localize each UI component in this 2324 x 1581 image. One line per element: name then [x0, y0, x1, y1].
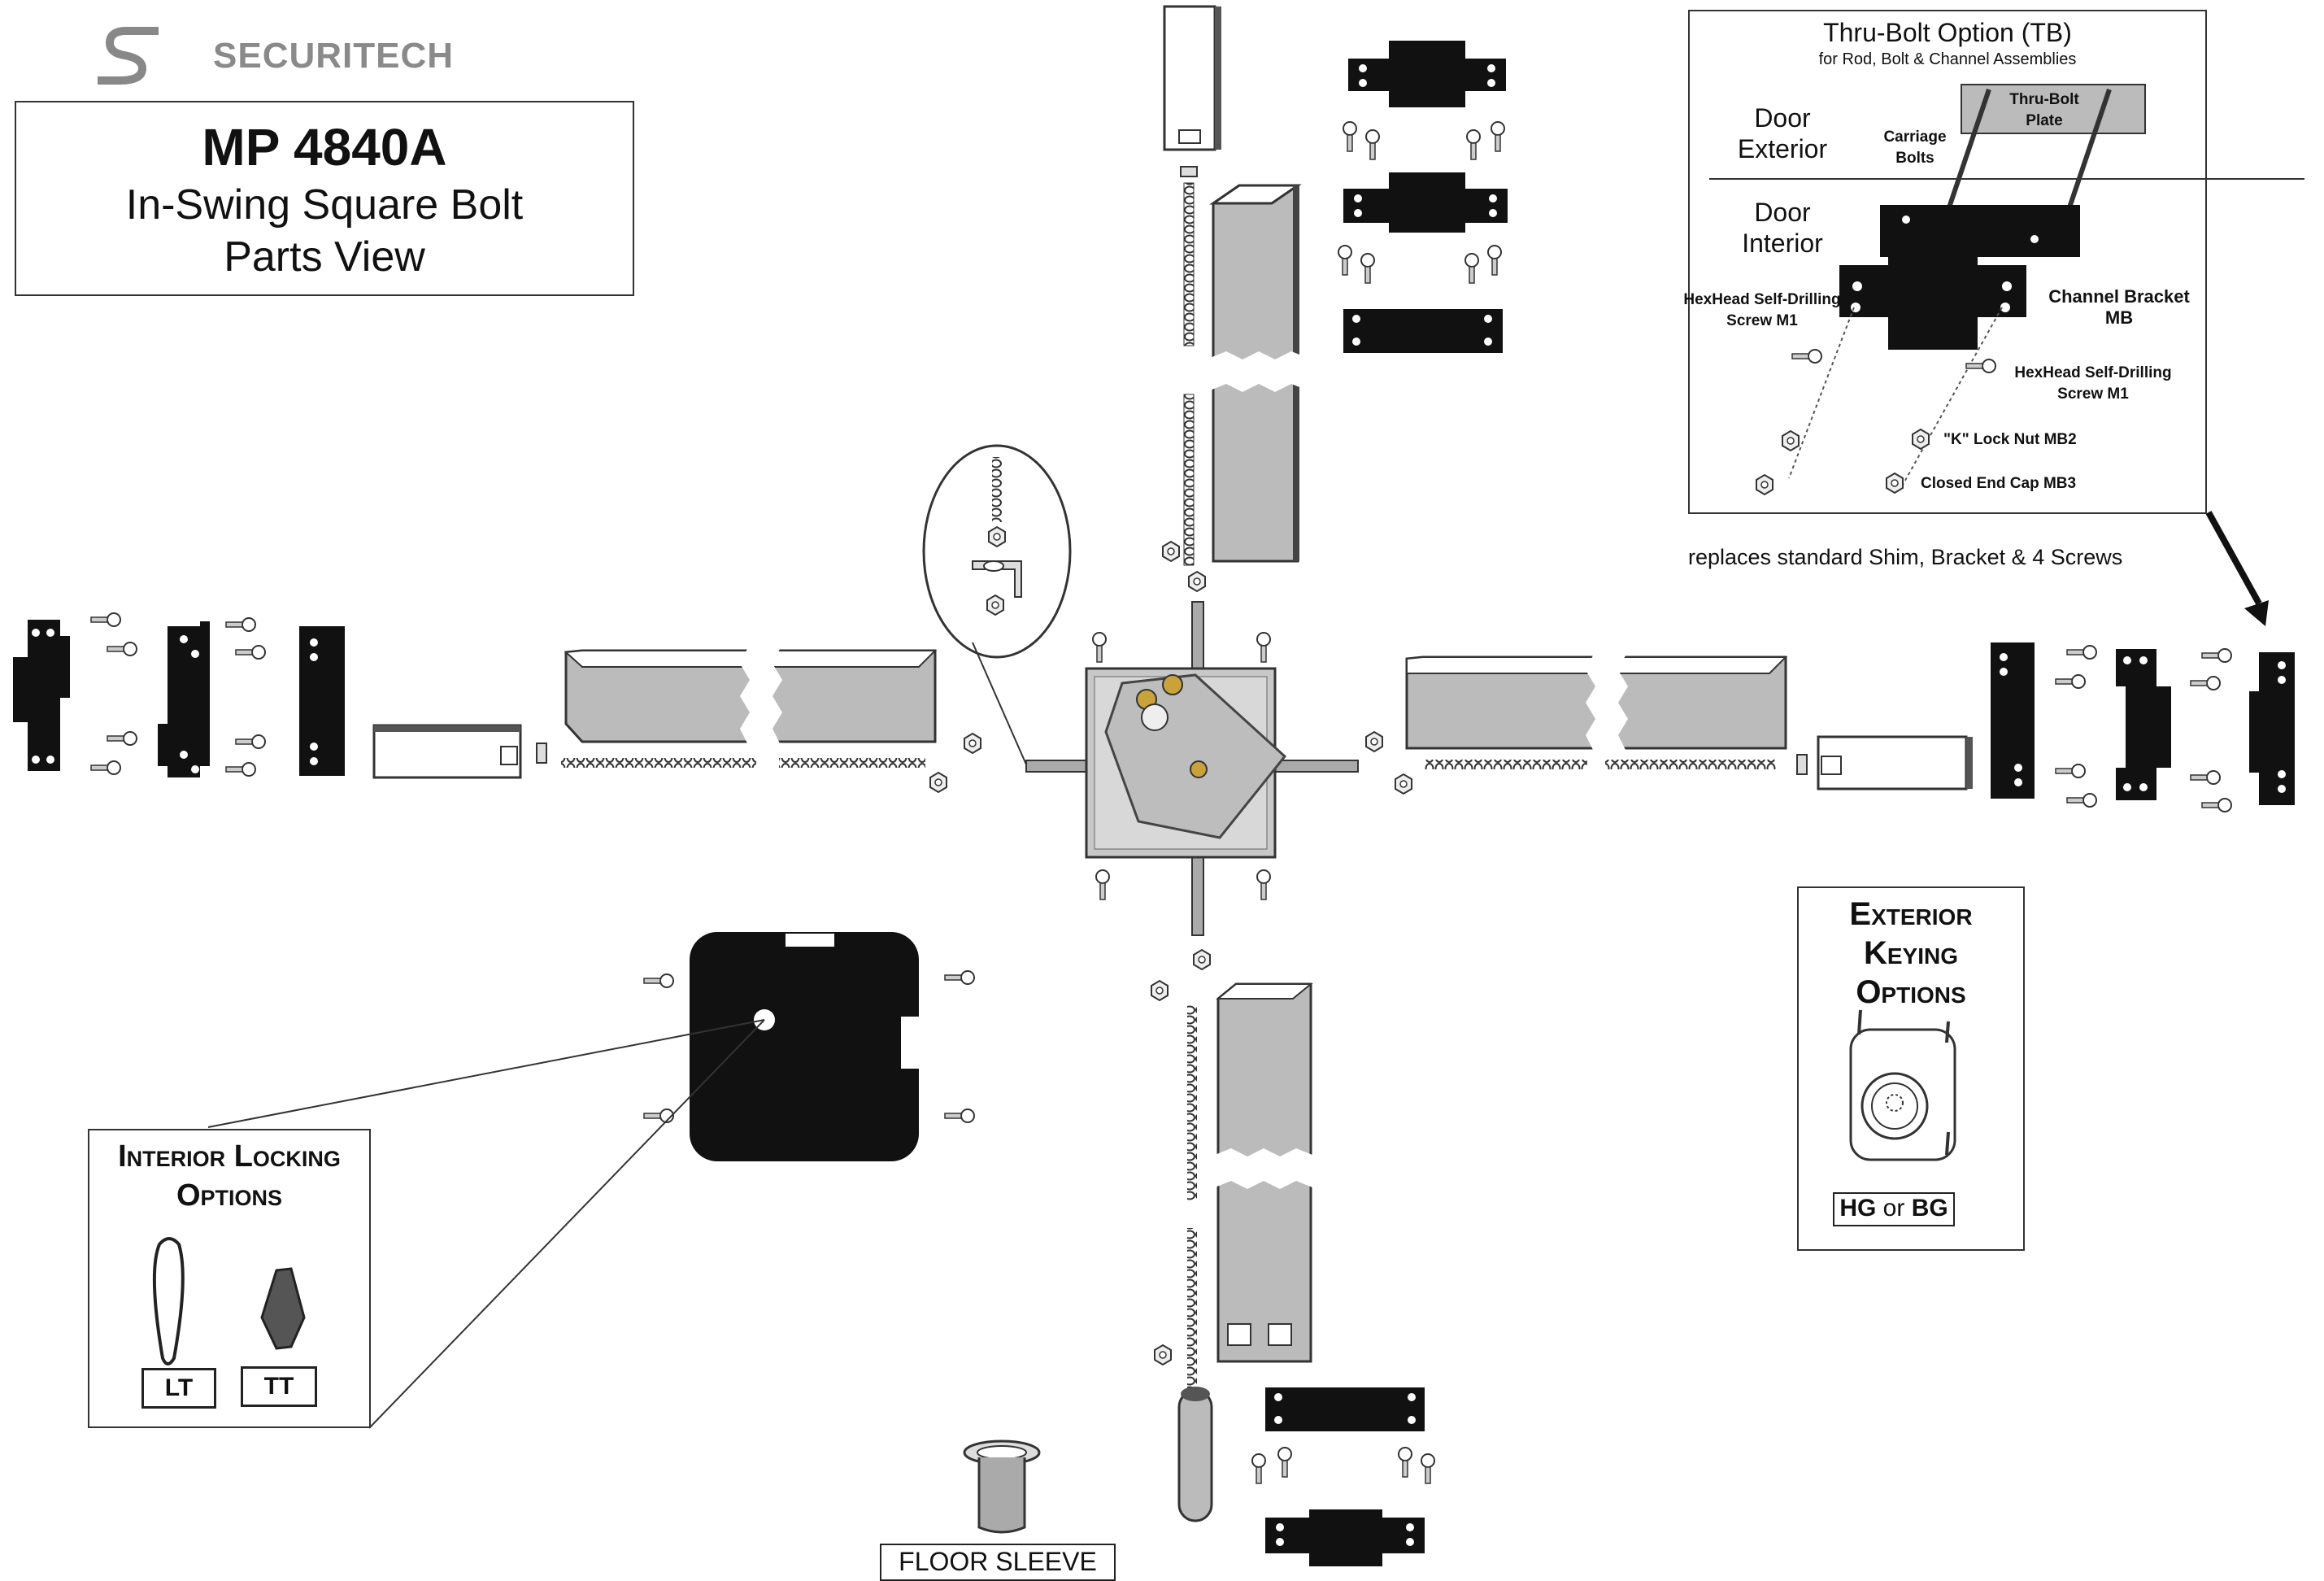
door-exterior-label: Door Exterior	[1737, 103, 1828, 163]
title-line-2: Parts View	[224, 233, 425, 281]
thru-bolt-title: Thru-Bolt Option (TB)	[1823, 18, 2072, 47]
lock-nut-label: "K" Lock Nut MB2	[1943, 431, 2077, 448]
lt-option-tag: LT	[141, 1368, 216, 1409]
thumb-turn-icon	[260, 1267, 306, 1350]
interior-locking-title: Interior Locking Options	[118, 1139, 341, 1213]
thru-bolt-panel	[1688, 10, 2207, 514]
title-line-1: In-Swing Square Bolt	[125, 181, 524, 229]
carriage-bolts-label: Carriage Bolts	[1883, 128, 1947, 167]
title-block: MP 4840A In-Swing Square Bolt Parts View	[15, 101, 634, 296]
securitech-logo-icon	[98, 27, 159, 85]
key-cylinder-icon	[1849, 1009, 1956, 1161]
exterior-keying-panel	[1797, 886, 2025, 1251]
hexhead-screw-right-label: HexHead Self-Drilling Screw M1	[2014, 364, 2172, 403]
tt-option-tag: TT	[241, 1366, 317, 1407]
model-number: MP 4840A	[202, 118, 447, 176]
end-cap-label: Closed End Cap MB3	[1921, 475, 2077, 492]
hg-bg-option-tag: HG or BG	[1833, 1192, 1955, 1226]
floor-sleeve-label: FLOOR SLEEVE	[880, 1544, 1116, 1581]
thru-bolt-subtitle: for Rod, Bolt & Channel Assemblies	[1818, 50, 2077, 68]
lock-mechanism	[1025, 601, 1359, 936]
thru-bolt-note: replaces standard Shim, Bracket & 4 Scre…	[1688, 545, 2123, 569]
top-bolt-assembly	[1162, 5, 1308, 592]
lever-turn-icon	[152, 1237, 185, 1365]
floor-sleeve-part	[963, 1439, 1041, 1534]
brand-logo-text: SECURITECH	[213, 36, 455, 76]
bottom-bolt-assembly	[1151, 949, 1435, 1566]
detail-callout	[922, 444, 1072, 765]
door-interior-label: Door Interior	[1742, 198, 1823, 258]
thru-bolt-illustration	[1709, 84, 2304, 495]
right-bolt-assembly	[1365, 511, 2295, 812]
channel-bracket-label: Channel Bracket MB	[2048, 286, 2190, 328]
thru-bolt-plate-label: Thru-Bolt Plate	[2009, 91, 2079, 129]
interior-locking-panel	[88, 1129, 371, 1428]
hexhead-screw-left-label: HexHead Self-Drilling Screw M1	[1683, 291, 1841, 329]
interior-cover	[207, 932, 975, 1429]
exterior-keying-title: Exterior Keying Options	[1849, 896, 1973, 1010]
left-bolt-assembly	[13, 612, 981, 793]
top-brackets	[1338, 41, 1508, 353]
